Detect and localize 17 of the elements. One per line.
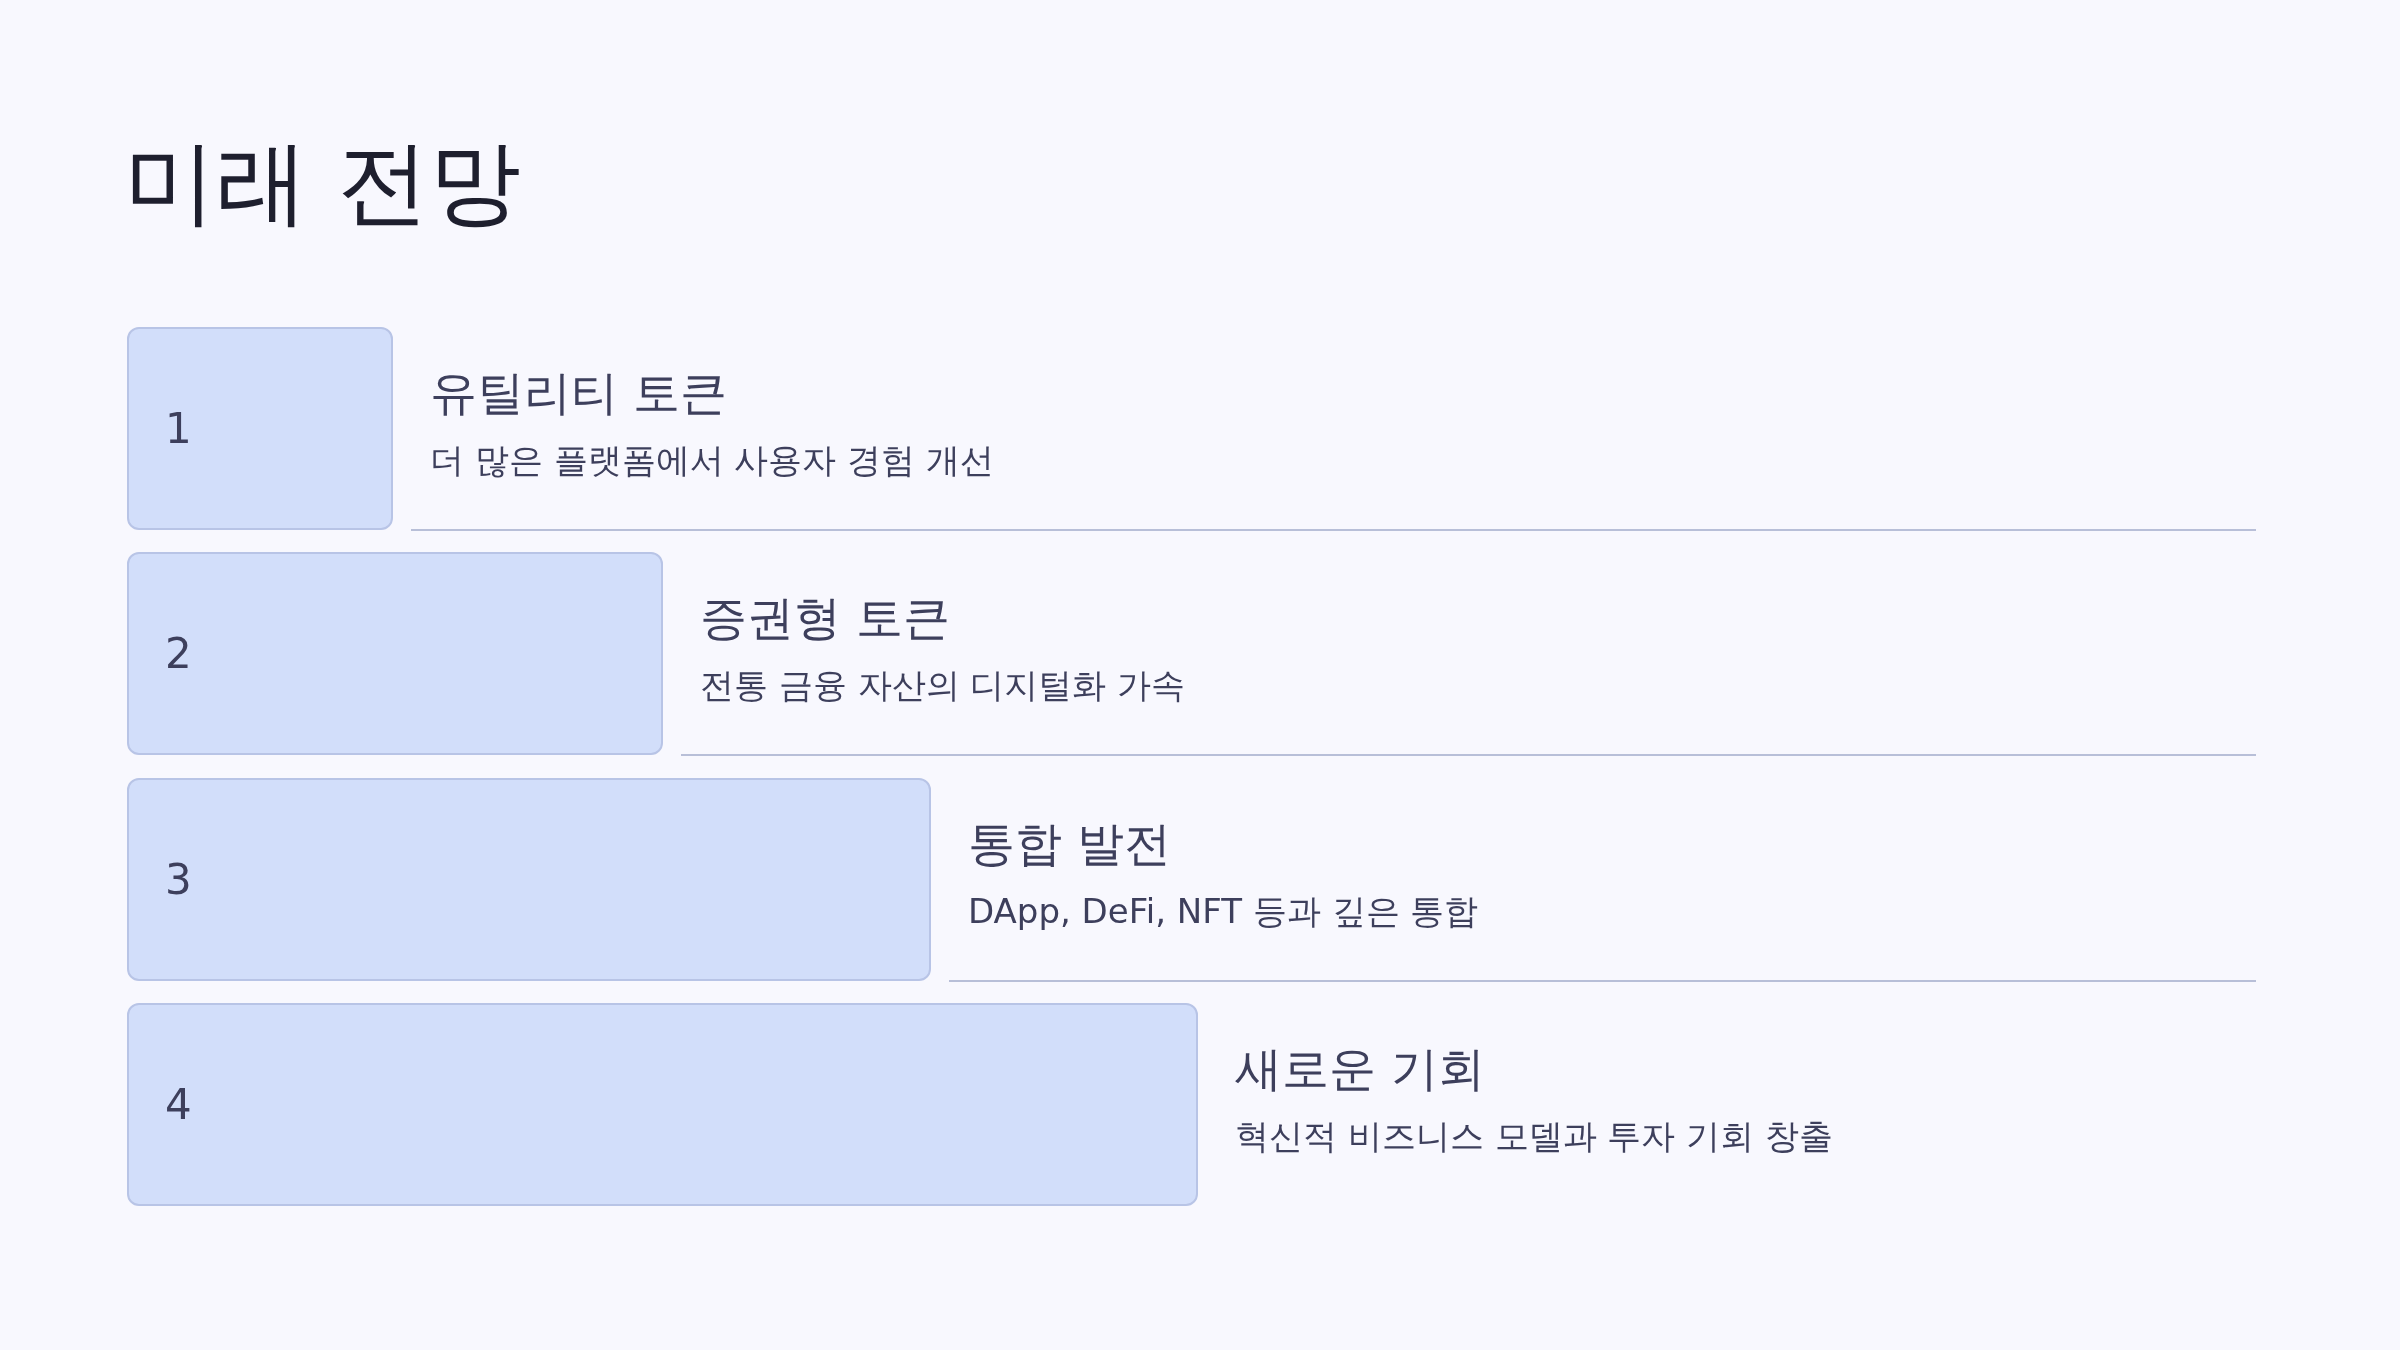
step-description: 더 많은 플랫폼에서 사용자 경험 개선 xyxy=(430,440,995,481)
step-description: DApp, DeFi, NFT 등과 깊은 통합 xyxy=(968,891,1479,932)
step-number: 2 xyxy=(165,628,192,679)
step-bar xyxy=(127,552,663,755)
step-heading: 유틸리티 토큰 xyxy=(430,365,727,422)
step-number: 3 xyxy=(165,854,192,905)
step-bar xyxy=(127,1003,1198,1206)
step-number: 1 xyxy=(165,403,192,454)
step-description: 전통 금융 자산의 디지털화 가속 xyxy=(700,665,1186,706)
step-heading: 통합 발전 xyxy=(968,816,1171,873)
step-bar xyxy=(127,778,931,981)
step-description: 혁신적 비즈니스 모델과 투자 기회 창출 xyxy=(1235,1116,1834,1157)
step-heading: 새로운 기회 xyxy=(1235,1041,1485,1098)
step-heading: 증권형 토큰 xyxy=(700,590,950,647)
slide-title: 미래 전망 xyxy=(124,130,522,236)
step-number: 4 xyxy=(165,1079,192,1130)
step-bar xyxy=(127,327,393,530)
